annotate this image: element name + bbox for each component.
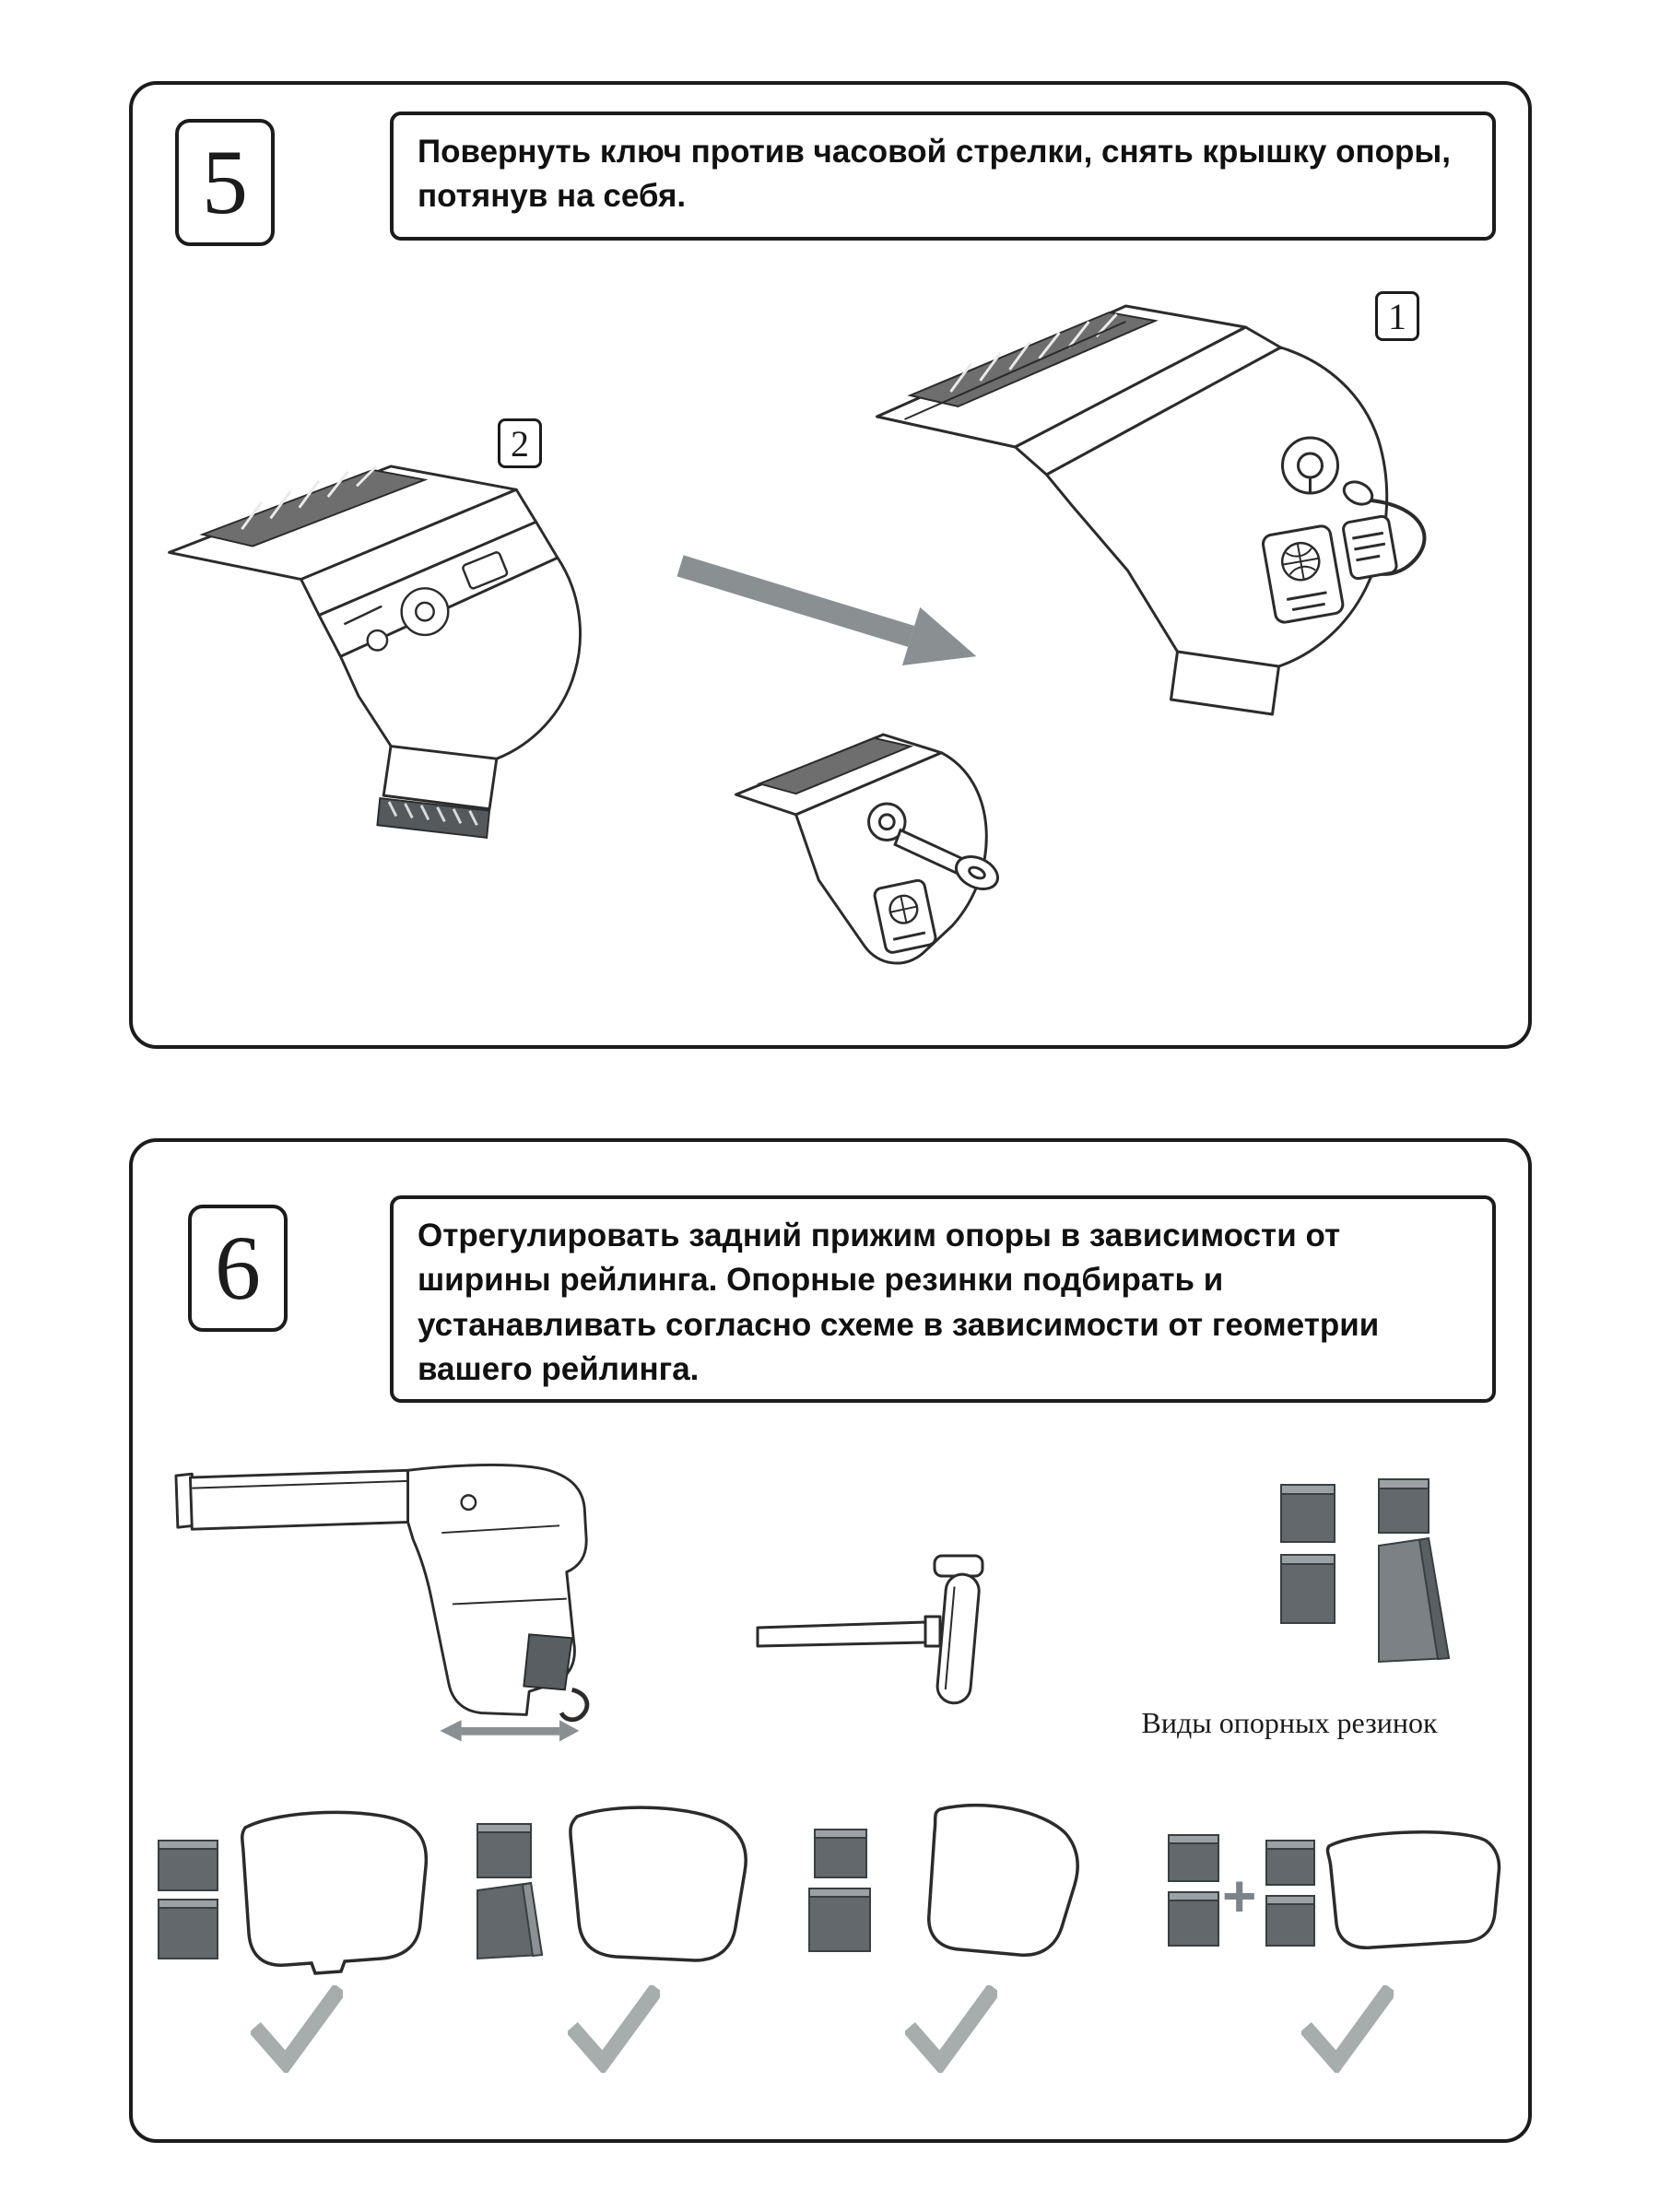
step5-panel: 5 Повернуть ключ против часовой стрелки,…	[129, 81, 1532, 1049]
step6-number-box: 6	[188, 1205, 288, 1332]
checkmark-icon	[905, 1985, 997, 2073]
checkmark-icon	[251, 1985, 343, 2073]
item-label-1-text: 1	[1388, 295, 1406, 337]
step5-instruction-box: Повернуть ключ против часовой стрелки, с…	[390, 112, 1496, 241]
rail-profile-2	[569, 1806, 747, 1962]
transition-arrow-icon	[663, 527, 994, 693]
adjust-arrow-icon	[440, 1720, 580, 1742]
item-label-1: 1	[1375, 291, 1419, 341]
step6-instruction: Отрегулировать задний прижим опоры в зав…	[418, 1218, 1380, 1387]
step6-number: 6	[215, 1217, 261, 1319]
allen-key-illustration	[750, 1552, 1008, 1709]
rail-profile-1	[241, 1810, 429, 1975]
foot-covered-illustration	[847, 255, 1506, 808]
step5-number: 5	[202, 131, 248, 233]
key-turn-illustration	[700, 665, 1045, 1011]
pad-option-3	[802, 1787, 1106, 1981]
step5-instruction: Повернуть ключ против часовой стрелки, с…	[418, 134, 1451, 215]
foot-side-illustration	[174, 1423, 727, 1755]
pad-option-1	[149, 1787, 453, 1981]
item-label-2-text: 2	[511, 422, 529, 465]
step6-panel: 6 Отрегулировать задний прижим опоры в з…	[129, 1138, 1532, 2143]
checkmark-icon	[1301, 1985, 1394, 2073]
rubber-pads-illustration	[1266, 1474, 1488, 1677]
step6-instruction-box: Отрегулировать задний прижим опоры в зав…	[390, 1195, 1496, 1403]
item-label-2: 2	[498, 418, 542, 468]
pad-option-2	[466, 1787, 771, 1981]
rail-profile-3	[927, 1803, 1079, 1957]
foot-open-illustration	[156, 398, 658, 900]
plus-icon: +	[1222, 1863, 1257, 1929]
rail-profile-4	[1325, 1830, 1501, 1949]
pads-caption: Виды опорных резинок	[1141, 1706, 1438, 1739]
step5-number-box: 5	[175, 119, 275, 246]
pad-option-4: +	[1163, 1787, 1513, 1981]
checkmark-icon	[568, 1985, 660, 2073]
